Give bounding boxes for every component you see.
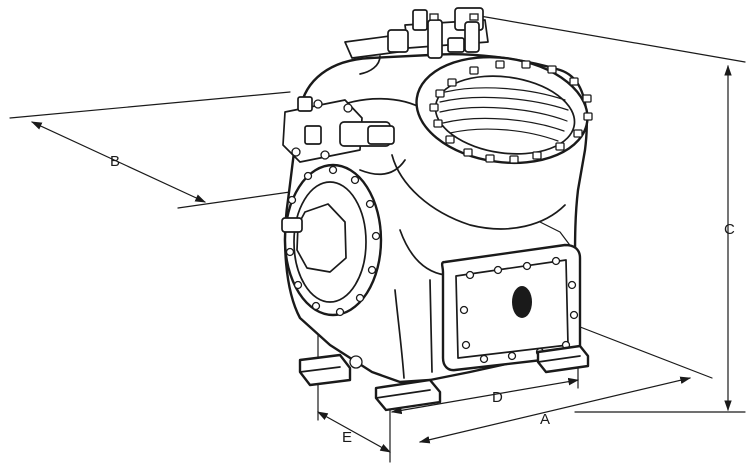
mounting-feet [298, 344, 590, 412]
dimension-label-a: A [540, 411, 550, 428]
dimension-labels: B C D A E [110, 153, 735, 446]
sight-glass [512, 286, 532, 318]
dimension-label-b: B [110, 153, 120, 170]
dimension-lines [31, 64, 732, 453]
dimension-label-c: C [724, 221, 735, 238]
top-cover-bolts [429, 60, 593, 164]
top-service-valves [344, 7, 489, 75]
dimension-label-d: D [492, 389, 503, 406]
dimension-label-e: E [342, 429, 352, 446]
front-cover-bolts [285, 165, 381, 317]
top-oval-cover [415, 55, 593, 165]
side-cover-plate [440, 243, 582, 372]
front-round-cover [281, 163, 383, 317]
side-service-valves [282, 96, 395, 163]
